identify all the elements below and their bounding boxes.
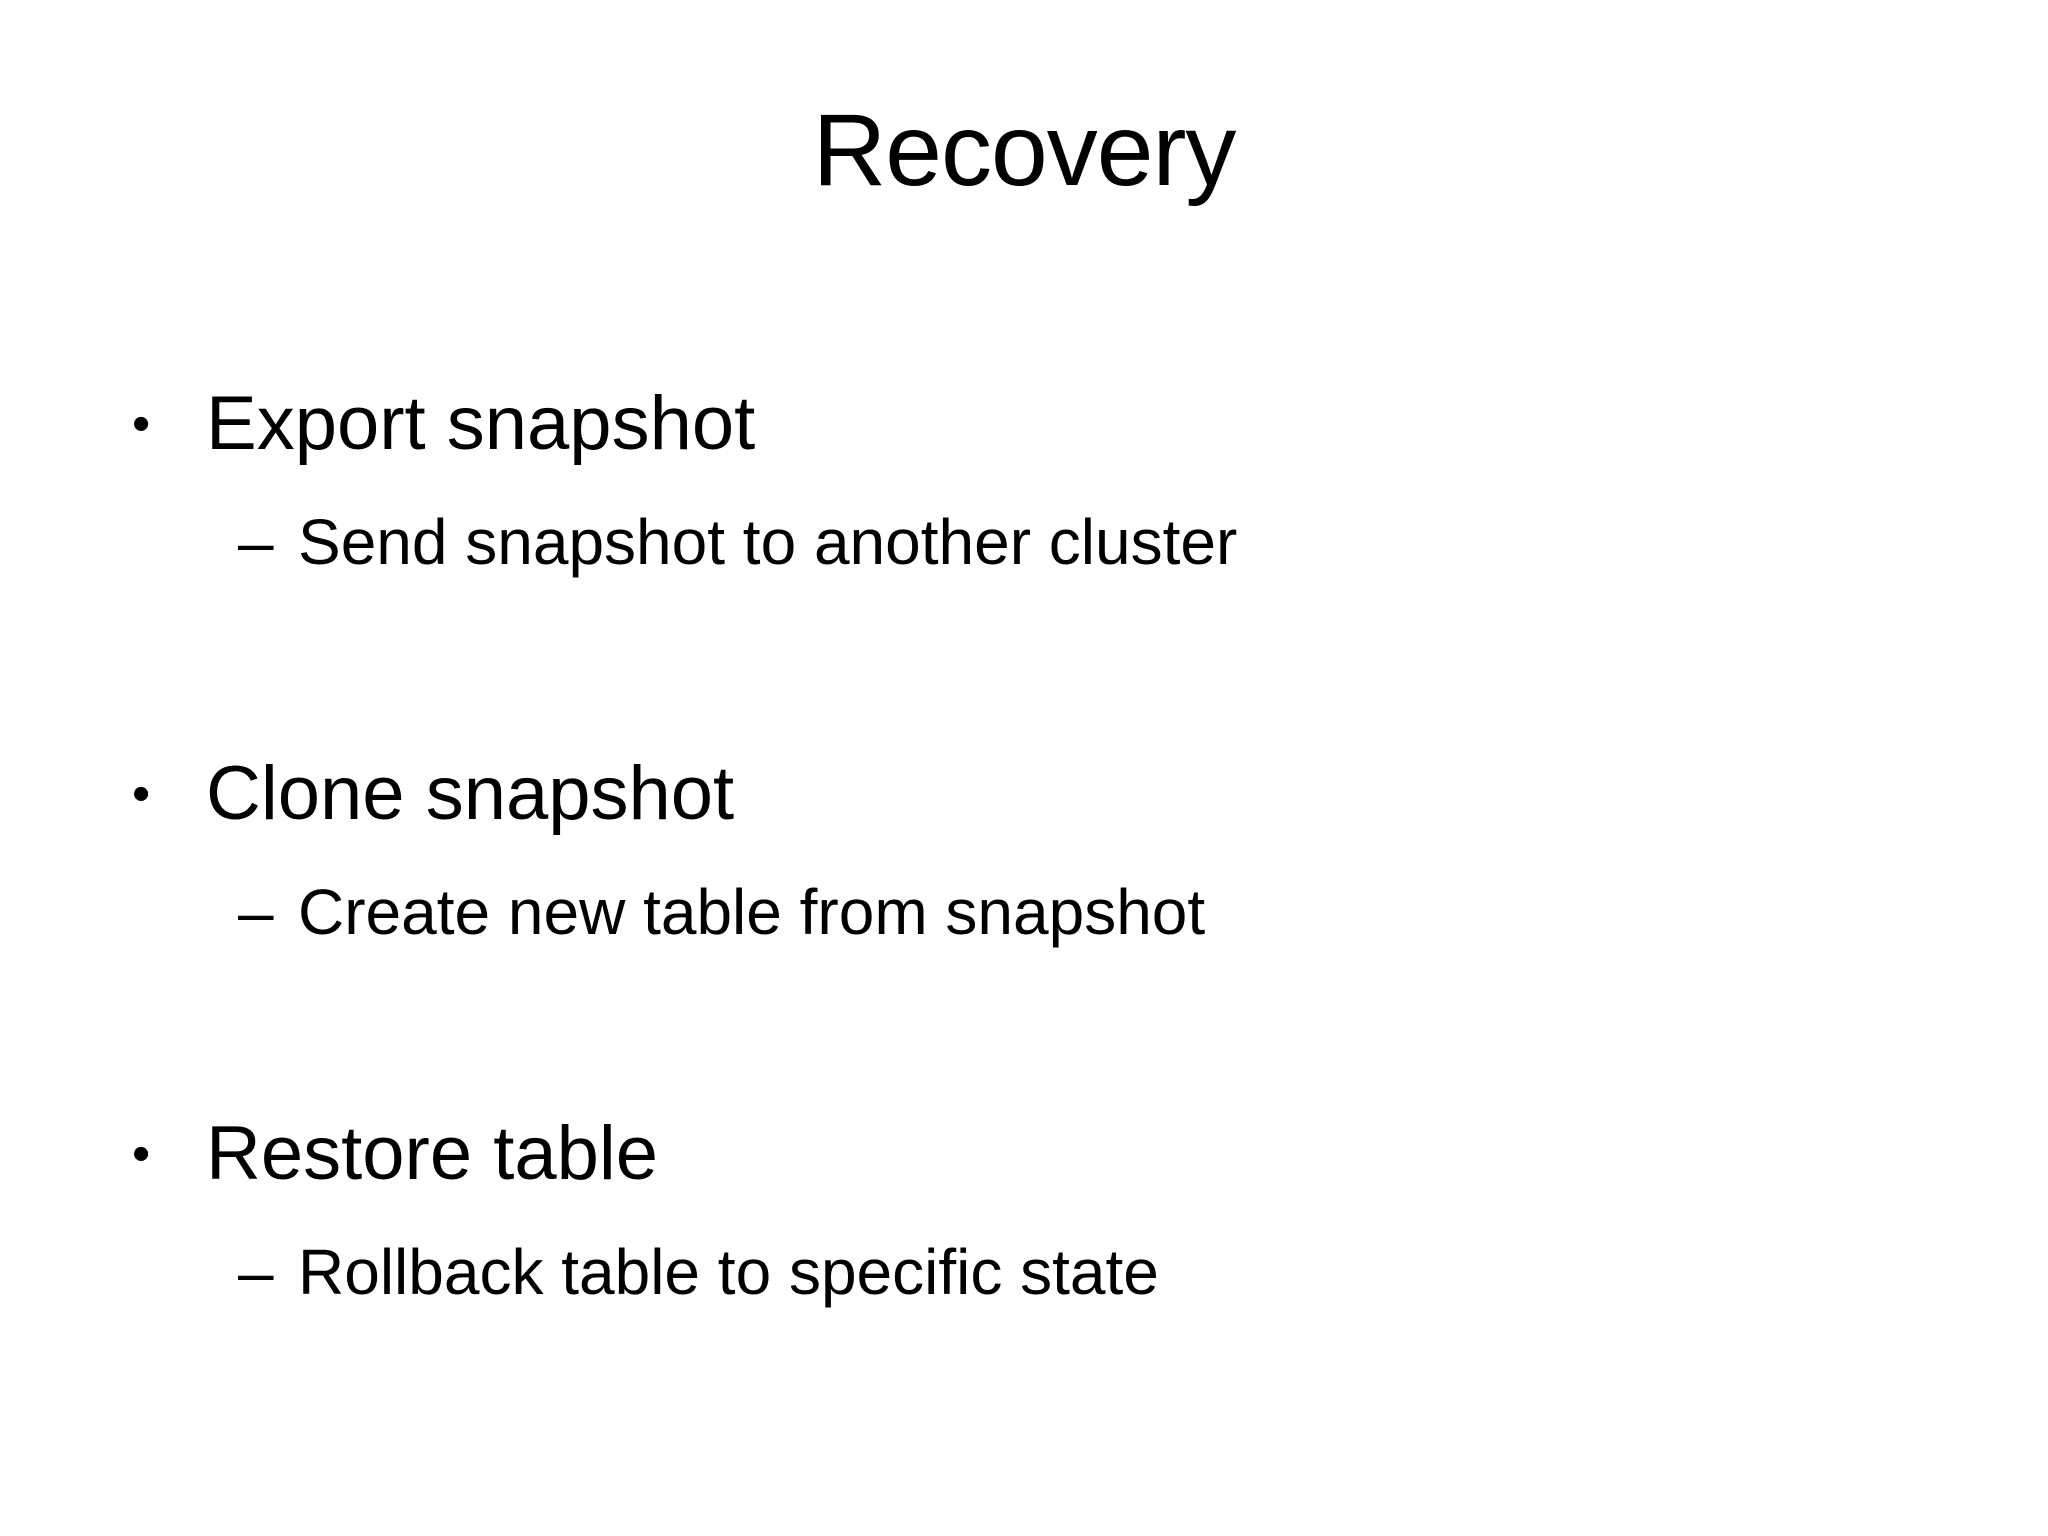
bullet-group-restore: • Restore table – Rollback table to spec… bbox=[0, 1102, 2048, 1316]
bullet-label: Clone snapshot bbox=[206, 751, 735, 836]
dash-icon: – bbox=[238, 1236, 274, 1308]
sub-bullet-label: Create new table from snapshot bbox=[298, 876, 1206, 948]
bullet-label: Export snapshot bbox=[206, 381, 756, 466]
sub-bullet-item: – Create new table from snapshot bbox=[0, 868, 2048, 956]
sub-bullet-label: Rollback table to specific state bbox=[298, 1236, 1159, 1308]
bullet-item: • Export snapshot bbox=[0, 372, 2048, 476]
slide-title: Recovery bbox=[812, 93, 1237, 207]
bullet-item: • Restore table bbox=[0, 1102, 2048, 1206]
bullet-group-clone: • Clone snapshot – Create new table from… bbox=[0, 742, 2048, 956]
bullet-dot-icon: • bbox=[132, 395, 151, 453]
dash-icon: – bbox=[238, 506, 274, 578]
bullet-label: Restore table bbox=[206, 1111, 659, 1196]
sub-bullet-label: Send snapshot to another cluster bbox=[298, 506, 1238, 578]
sub-bullet-item: – Rollback table to specific state bbox=[0, 1228, 2048, 1316]
bullet-group-export: • Export snapshot – Send snapshot to ano… bbox=[0, 372, 2048, 586]
bullet-dot-icon: • bbox=[132, 765, 151, 823]
dash-icon: – bbox=[238, 876, 274, 948]
bullet-item: • Clone snapshot bbox=[0, 742, 2048, 846]
bullet-dot-icon: • bbox=[132, 1125, 151, 1183]
sub-bullet-item: – Send snapshot to another cluster bbox=[0, 498, 2048, 586]
